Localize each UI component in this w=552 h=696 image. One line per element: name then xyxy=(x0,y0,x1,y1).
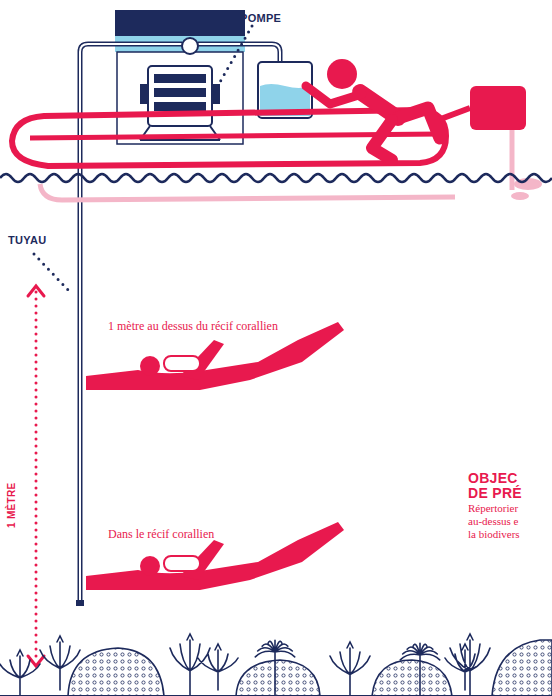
text-label: Dans le récif corallien xyxy=(108,528,214,542)
person xyxy=(306,59,440,160)
leader-line xyxy=(212,26,252,96)
heading-label: 1 MÈTRE xyxy=(6,483,18,528)
text-label: au-dessus e xyxy=(468,515,518,528)
heading-label: OBJEC xyxy=(468,470,518,486)
text-label: 1 mètre au dessus du récif corallien xyxy=(108,320,278,334)
text-label: Répertorier xyxy=(468,502,518,515)
depth-arrow xyxy=(28,286,44,666)
diver xyxy=(86,522,344,590)
heading-label: POMPE xyxy=(240,12,281,25)
heading-label: TUYAU xyxy=(8,234,46,247)
heading-label: DE PRÉ xyxy=(468,485,522,501)
leader-line xyxy=(34,254,70,292)
pump xyxy=(115,10,245,144)
hose xyxy=(76,38,280,606)
text-label: la biodivers xyxy=(468,528,520,541)
waves xyxy=(0,174,552,182)
coral-reef xyxy=(0,634,552,696)
